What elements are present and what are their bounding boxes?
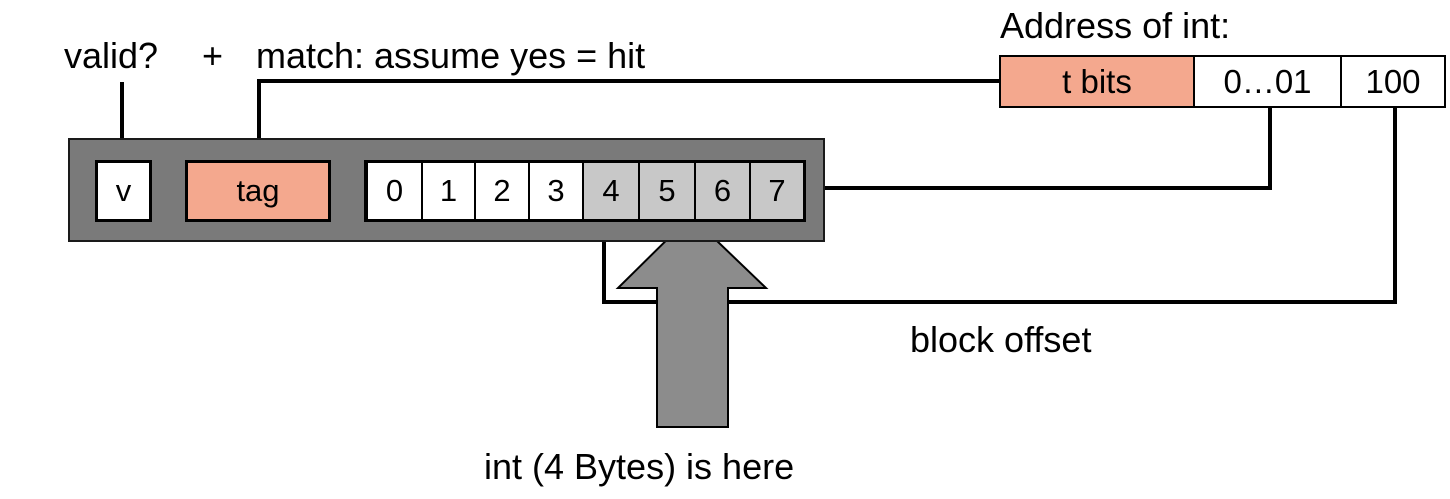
tag-cell: tag [185, 160, 331, 222]
byte-cell-7: 7 [751, 163, 803, 219]
address-title: Address of int: [1000, 5, 1231, 46]
valid-bit-cell: v [95, 160, 152, 222]
int-location-label: int (4 Bytes) is here [484, 446, 795, 487]
valid-label: valid? [64, 35, 159, 76]
data-block: 0 1 2 3 4 5 6 7 [364, 160, 806, 222]
byte-cell-3: 3 [530, 163, 582, 219]
match-label: match: assume yes = hit [256, 35, 646, 76]
offset-connector [602, 108, 1397, 304]
address-offset: 100 [1340, 55, 1446, 108]
byte-cell-1: 1 [423, 163, 474, 219]
address-index: 0…01 [1193, 55, 1342, 108]
int-location-arrow [615, 214, 769, 428]
byte-cell-4: 4 [584, 163, 638, 219]
index-connector [825, 108, 1272, 190]
byte-cell-2: 2 [476, 163, 528, 219]
block-offset-label: block offset [910, 319, 1092, 360]
address-tag-bits: t bits [999, 55, 1195, 108]
cache-line: v tag 0 1 2 3 4 5 6 7 [68, 138, 825, 242]
byte-cell-5: 5 [640, 163, 694, 219]
byte-cell-6: 6 [696, 163, 749, 219]
tag-connector [257, 79, 999, 158]
plus-sign: + [202, 35, 224, 76]
byte-cell-0: 0 [368, 163, 421, 219]
